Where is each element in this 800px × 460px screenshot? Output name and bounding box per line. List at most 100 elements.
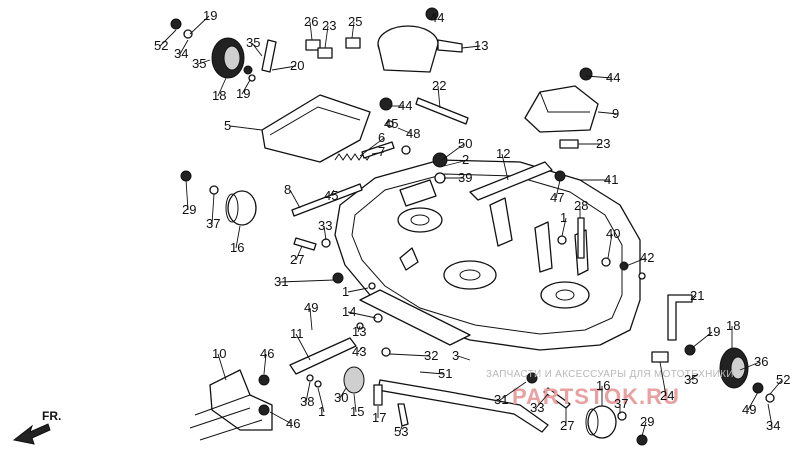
callout-number: 23 xyxy=(322,18,336,33)
watermark-logo: PARTSTOK.RU xyxy=(512,384,680,409)
callout-number: 44 xyxy=(606,70,620,85)
mower-deck-housing xyxy=(334,159,641,351)
callout-number: 12 xyxy=(496,146,510,161)
leader-line xyxy=(339,387,347,399)
leader-line xyxy=(607,233,613,259)
decals xyxy=(305,37,669,363)
leader-line xyxy=(535,393,549,409)
callout-number: 42 xyxy=(640,250,654,265)
leader-line xyxy=(217,353,227,381)
leader-line xyxy=(185,179,189,211)
callout-number: 46 xyxy=(260,346,274,361)
callout-number: 32 xyxy=(424,348,438,363)
callout-number: 29 xyxy=(640,414,654,429)
callout-number: 19 xyxy=(236,86,250,101)
leader-line xyxy=(659,361,667,397)
callout-number: 23 xyxy=(596,136,610,151)
leader-line xyxy=(739,361,761,371)
leader-line xyxy=(279,279,335,283)
callout-number: 33 xyxy=(530,400,544,415)
callout-number: 20 xyxy=(290,58,304,73)
watermark-caption: ЗАПЧАСТИ И АКСЕССУАРЫ ДЛЯ МОТОТЕХНИКИ xyxy=(486,369,734,380)
callout-number: 51 xyxy=(438,366,452,381)
leader-line xyxy=(251,42,263,57)
callout-number: 15 xyxy=(350,404,364,419)
callout-number: 1 xyxy=(560,210,567,225)
leader-line xyxy=(747,391,759,411)
callout-number: 38 xyxy=(300,394,314,409)
leader-line xyxy=(769,379,783,395)
callout-number: 5 xyxy=(224,118,231,133)
callout-number: 7 xyxy=(378,144,385,159)
link-arm xyxy=(289,337,357,375)
leader-line xyxy=(235,225,241,249)
height-adjust-bolt xyxy=(577,217,585,259)
leader-line xyxy=(691,331,713,349)
leader-line xyxy=(461,45,481,49)
leader-line xyxy=(419,371,445,375)
callout-number: 41 xyxy=(604,172,618,187)
leader-line xyxy=(324,25,329,49)
leader-line xyxy=(625,257,647,267)
leader-line xyxy=(229,125,263,131)
leader-line xyxy=(211,193,215,225)
leader-line xyxy=(347,311,377,319)
leader-line xyxy=(351,21,355,39)
callout-number: 34 xyxy=(174,46,188,61)
callout-number: 29 xyxy=(182,202,196,217)
leader-line xyxy=(305,381,311,403)
leader-line xyxy=(353,393,357,413)
bolt-53 xyxy=(397,403,409,427)
leader-line xyxy=(269,411,293,425)
callout-number: 9 xyxy=(612,106,619,121)
leader-line xyxy=(197,59,211,65)
leader-lines xyxy=(159,13,783,437)
callout-number: 14 xyxy=(342,304,356,319)
callout-number: 34 xyxy=(766,418,780,433)
front-direction-arrow: FR. xyxy=(12,409,61,445)
leader-line xyxy=(641,421,647,437)
callout-number: 35 xyxy=(246,35,260,50)
callout-number: 18 xyxy=(726,318,740,333)
callout-number: 53 xyxy=(394,424,408,439)
leader-line xyxy=(329,189,335,197)
callout-number: 19 xyxy=(706,324,720,339)
leader-line xyxy=(271,65,297,71)
callout-number: 31 xyxy=(494,392,508,407)
callout-number: 52 xyxy=(154,38,168,53)
callout-number: 37 xyxy=(614,396,628,411)
leader-line xyxy=(309,307,313,331)
callout-number: 28 xyxy=(574,198,588,213)
leader-line xyxy=(309,21,313,41)
callout-number: 21 xyxy=(690,288,704,303)
callout-number: 3 xyxy=(452,348,459,363)
leader-line xyxy=(399,425,403,433)
rear-roller-right xyxy=(585,405,617,439)
leader-line xyxy=(347,287,369,293)
callout-number: 1 xyxy=(318,404,325,419)
callout-number: 2 xyxy=(462,152,469,167)
leader-line xyxy=(431,13,437,19)
callout-number: 16 xyxy=(230,240,244,255)
callout-number: 46 xyxy=(286,416,300,431)
callout-number: 52 xyxy=(776,372,790,387)
leader-line xyxy=(159,29,177,47)
leader-line xyxy=(437,85,441,109)
direction-label: FR. xyxy=(42,409,61,423)
callout-number: 11 xyxy=(290,326,304,341)
callout-number: 45 xyxy=(324,188,338,203)
callout-number: 13 xyxy=(352,324,366,339)
callout-number: 45 xyxy=(384,116,398,131)
leader-line xyxy=(359,137,385,157)
callout-number: 1 xyxy=(342,284,349,299)
gauge-wheel-left xyxy=(211,37,245,79)
callout-number: 49 xyxy=(304,300,318,315)
gauge-wheel-right xyxy=(719,347,749,389)
callout-number: 27 xyxy=(560,418,574,433)
callout-number: 36 xyxy=(754,354,768,369)
callout-number: 26 xyxy=(304,14,318,29)
leader-line xyxy=(457,355,471,361)
leader-line xyxy=(357,347,363,353)
leader-line xyxy=(555,179,561,199)
